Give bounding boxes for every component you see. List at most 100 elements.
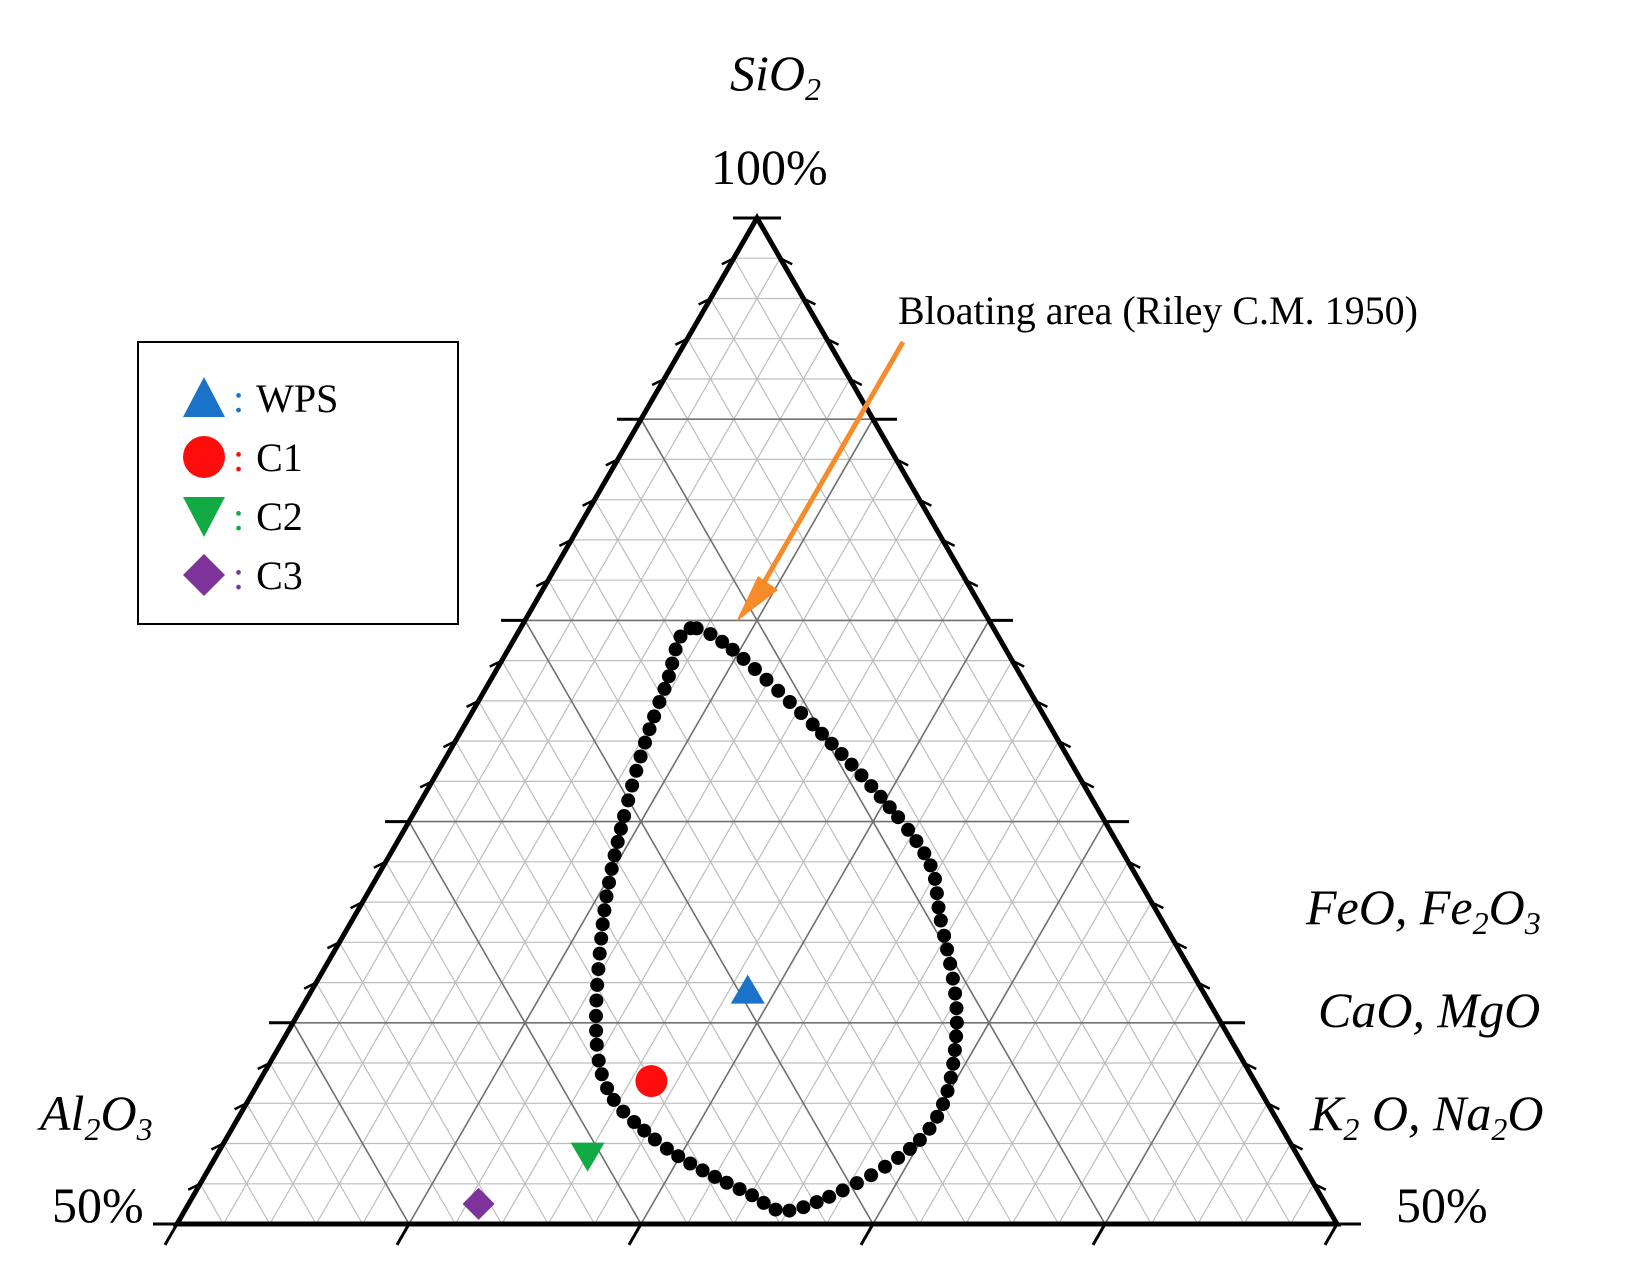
bloating-area-dot [610,834,625,849]
tick-mark-minor [721,257,735,266]
bloating-area-dot [835,1183,850,1198]
grid-line-minor [478,700,781,1225]
left-vertex-text: Al2O3 [40,1085,153,1147]
grid-line-minor [501,660,828,1225]
bloating-area-dot [627,1115,642,1129]
bloating-area-dot [930,1109,945,1124]
tick-mark-minor [1313,1182,1327,1191]
tick-mark-minor [1011,659,1025,668]
bloating-area-annotation: Bloating area (Riley C.M. 1950) [898,291,1418,331]
grid-line-minor [1290,1183,1315,1225]
tick-mark-minor [419,780,433,789]
bloating-area-dot [824,736,839,751]
tick-mark-minor [210,1142,224,1151]
grid-line-minor [547,539,944,1225]
tick-mark-minor [698,297,712,306]
tick-mark-minor [826,337,840,346]
tick-mark-minor [1290,1142,1304,1151]
grid-line-minor [385,861,596,1225]
bloating-area-dot [747,662,762,676]
bloating-area-dot [854,768,869,783]
bloating-area-dot [882,800,897,815]
bloating-area-dot [782,1203,797,1218]
bloating-area-dot [613,821,628,836]
tick-mark-minor [442,739,456,749]
bloating-area-dot [912,1132,927,1147]
bloating-area-dot [633,749,648,764]
legend-colon: : [233,552,245,598]
right-vertex-text-3: K2 O, Na2O [1310,1085,1544,1147]
bloating-area-dot [707,1169,722,1184]
triangle-down-marker-icon [183,497,225,537]
bloating-area-dot [590,977,605,992]
bloating-area-dot [922,1121,937,1136]
bloating-area-dot [805,717,820,732]
tick-mark-minor [582,498,596,507]
top-range-text: 100% [711,139,828,195]
legend-colon: : [233,434,245,480]
legend-colon: : [233,375,245,421]
bloating-area-dot [594,931,609,946]
tick-mark-minor [651,377,665,387]
bloating-area-dot [607,848,622,863]
bloating-area-dot [771,683,786,698]
right-vertex-label-1: FeO, Fe2O3 [1306,882,1541,939]
tick-mark-minor [918,498,932,507]
bloating-area-dot [719,1175,734,1190]
bloating-area-dot [815,726,829,741]
bloating-area-dot [928,871,942,886]
grid-line-minor [338,942,503,1225]
bloating-area-dot [606,1092,621,1107]
bloating-area-dot [647,1132,662,1147]
grid-line-major [640,620,990,1225]
bloating-area-dot [592,946,607,961]
bloating-area-dot [661,669,676,684]
bloating-area-dot [659,1141,674,1156]
grid-line-minor [1011,942,1176,1225]
tick-mark-minor [849,377,863,387]
right-vertex-label-3: K2 O, Na2O [1310,1088,1543,1145]
bloating-area-dot [949,1001,964,1016]
legend-item-c3: : C3 [179,550,303,600]
bloating-area-dot [600,1081,615,1096]
bloating-area-dot [597,903,612,918]
bloating-area-dot [768,1202,783,1217]
bloating-area-dot [591,1053,606,1068]
bloating-area-dot [933,913,948,928]
legend-label-c3: C3 [256,552,303,598]
bloating-area-dot [948,986,963,1001]
bloating-area-dot [616,1104,631,1119]
bloating-area-dot [878,1159,892,1174]
grid-line-minor [918,861,1129,1225]
bloating-area-dot [929,886,944,901]
grid-line-minor [431,781,688,1225]
grid-line-minor [269,298,804,1225]
tick-mark [1323,1223,1339,1246]
tick-mark-minor [303,981,317,990]
top-range-label: 100% [711,142,828,192]
bloating-area-dot [943,956,958,971]
grid-line-major [872,821,1106,1225]
tick-mark-minor [674,337,688,346]
bloating-area-dot [652,695,667,709]
tick-mark-minor [895,458,909,467]
tick-mark-minor [257,1061,271,1071]
grid-line-minor [362,378,851,1225]
bloating-area-dot [629,763,644,778]
bloating-area-dot [782,695,797,709]
tick-mark-minor [558,538,572,548]
legend-label-c1: C1 [256,434,303,480]
bloating-area-dot [809,1195,824,1210]
tick-mark-minor [1150,900,1164,910]
grid-line-minor [710,298,1245,1225]
bloating-area-dot [940,942,955,957]
bloating-area-dot [732,1182,747,1197]
grid-line-minor [663,378,1152,1225]
bloating-area-dot [902,1141,917,1156]
bloating-area-dot [589,993,604,1008]
bloating-area-annotation-text: Bloating area (Riley C.M. 1950) [898,288,1418,333]
tick-mark-minor [1058,739,1072,749]
grid-line-minor [617,459,1060,1225]
bloating-area-dot [794,706,809,720]
